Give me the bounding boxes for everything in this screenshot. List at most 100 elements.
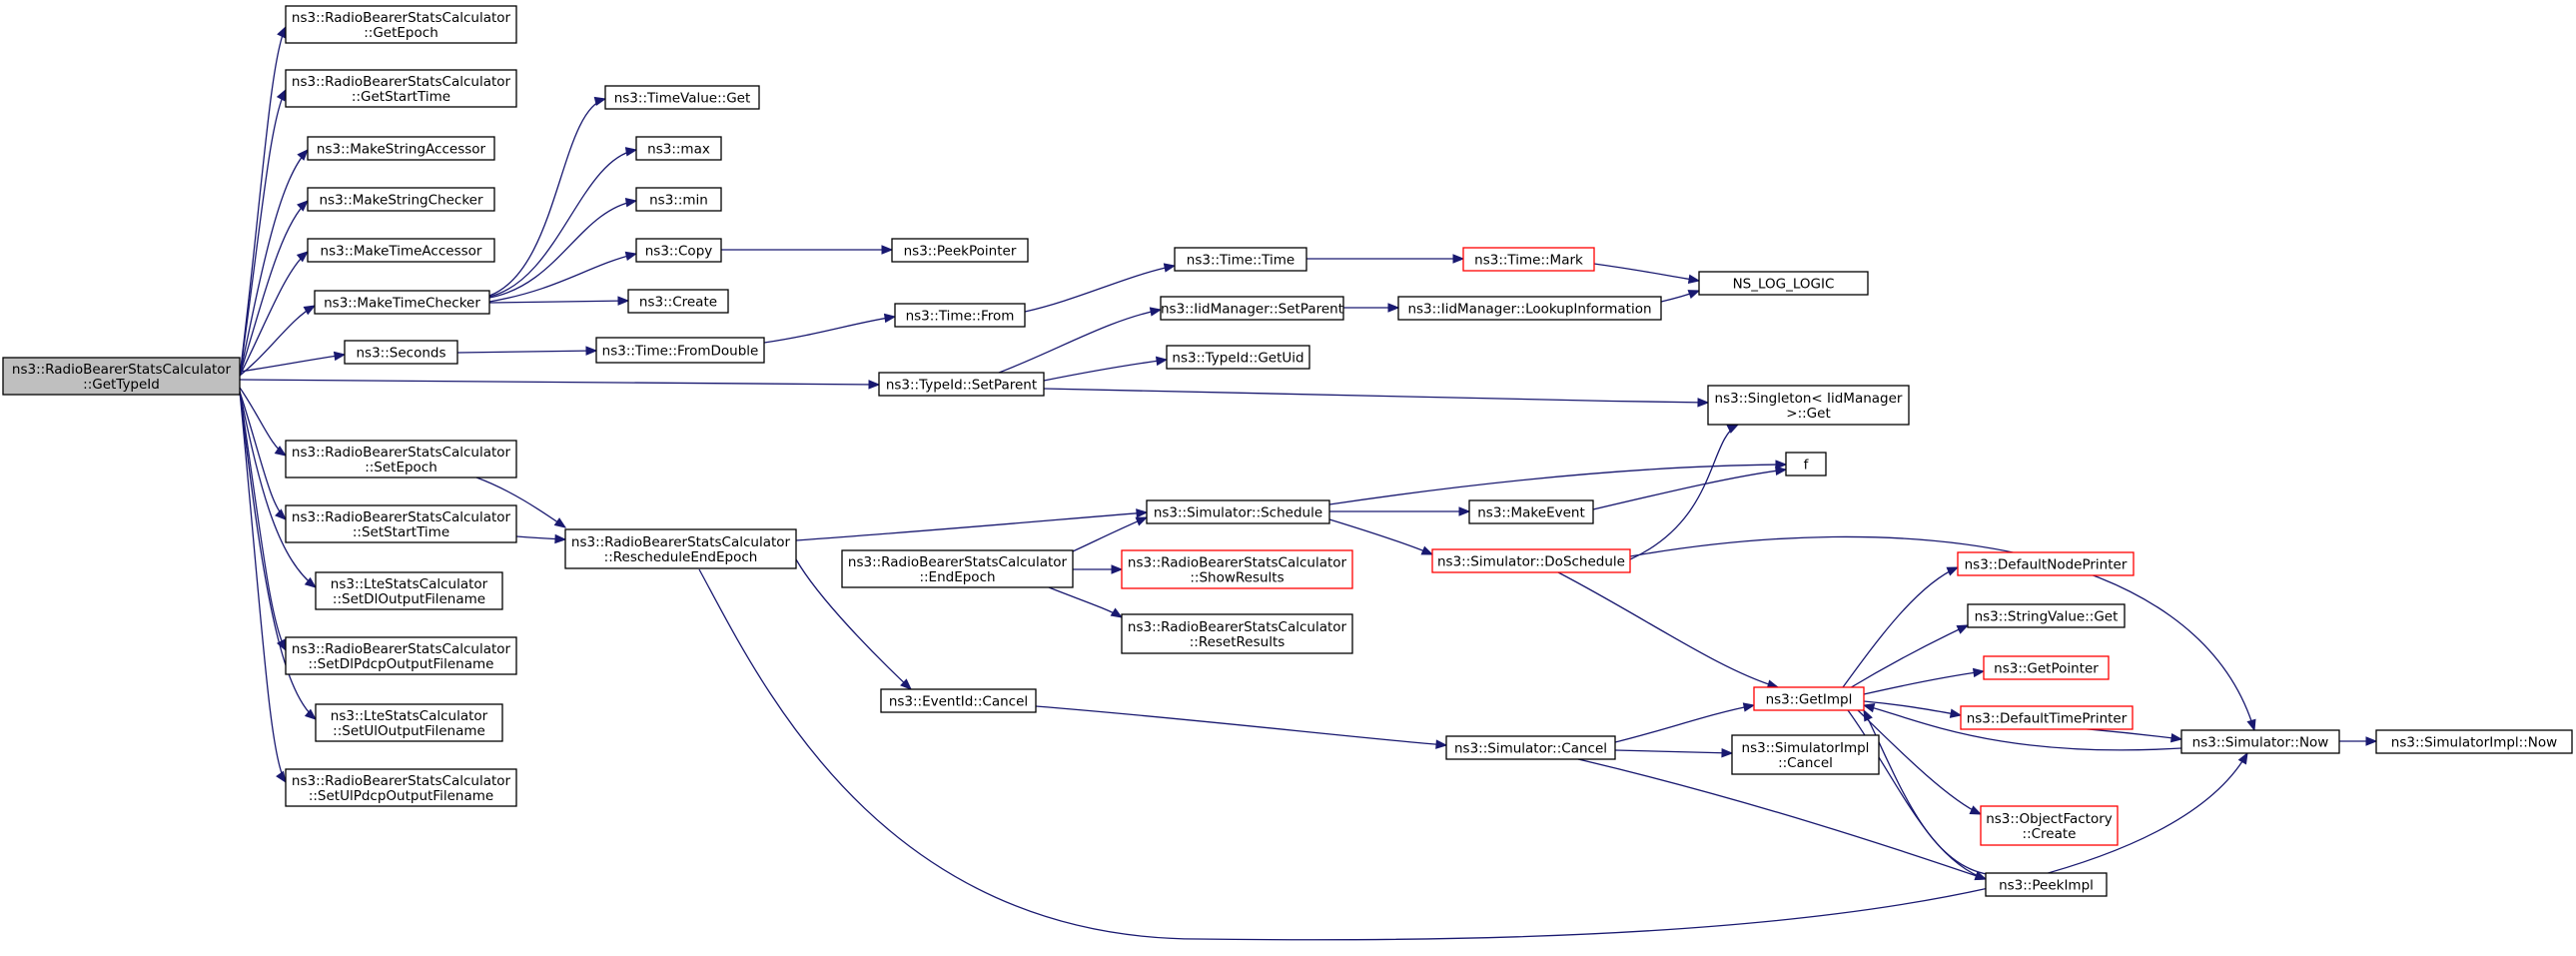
node-box[interactable]: [1121, 613, 1353, 654]
node-box[interactable]: [1957, 551, 2135, 576]
node-copy[interactable]: ns3::Copy: [635, 238, 722, 263]
node-box[interactable]: [285, 768, 517, 807]
node-create[interactable]: ns3::Create: [627, 289, 729, 314]
node-rb-showresults[interactable]: ns3::RadioBearerStatsCalculator::ShowRes…: [1121, 549, 1353, 589]
node-box[interactable]: [307, 136, 495, 161]
node-defaultnodeprinter[interactable]: ns3::DefaultNodePrinter: [1957, 551, 2135, 576]
node-box[interactable]: [1707, 385, 1910, 426]
node-getimpl[interactable]: ns3::GetImpl: [1753, 686, 1865, 711]
node-box[interactable]: [315, 571, 503, 610]
node-box[interactable]: [604, 85, 760, 110]
node-box[interactable]: [1985, 872, 2108, 897]
node-box[interactable]: [1431, 548, 1631, 573]
node-sim-doschedule[interactable]: ns3::Simulator::DoSchedule: [1431, 548, 1631, 573]
node-box[interactable]: [595, 337, 765, 364]
node-rb-reschedule[interactable]: ns3::RadioBearerStatsCalculator::Resched…: [564, 528, 797, 569]
node-rb-resetresults[interactable]: ns3::RadioBearerStatsCalculator::ResetRe…: [1121, 613, 1353, 654]
node-min[interactable]: ns3::min: [635, 187, 722, 212]
node-maketimeaccessor[interactable]: ns3::MakeTimeAccessor: [307, 238, 495, 263]
node-box[interactable]: [1983, 655, 2110, 680]
node-ns-log-logic[interactable]: NS_LOG_LOGIC: [1698, 271, 1869, 296]
node-rb-setdlpdcp[interactable]: ns3::RadioBearerStatsCalculator::SetDlPd…: [285, 636, 517, 675]
node-box[interactable]: [1166, 345, 1310, 370]
node-box[interactable]: [285, 69, 517, 108]
node-makestringchecker[interactable]: ns3::MakeStringChecker: [307, 187, 495, 212]
node-eventid-cancel[interactable]: ns3::EventId::Cancel: [880, 688, 1037, 713]
node-time-from[interactable]: ns3::Time::From: [894, 303, 1026, 328]
node-box[interactable]: [880, 688, 1037, 713]
node-getpointer[interactable]: ns3::GetPointer: [1983, 655, 2110, 680]
node-f[interactable]: f: [1785, 452, 1827, 477]
node-peekpointer[interactable]: ns3::PeekPointer: [891, 238, 1029, 263]
node-box[interactable]: [635, 238, 722, 263]
node-peekimpl[interactable]: ns3::PeekImpl: [1985, 872, 2108, 897]
node-box[interactable]: [307, 238, 495, 263]
node-box[interactable]: [2180, 729, 2340, 754]
node-maketimechecker[interactable]: ns3::MakeTimeChecker: [314, 290, 490, 315]
node-box[interactable]: [1785, 452, 1827, 477]
node-stringvalue-get[interactable]: ns3::StringValue::Get: [1967, 603, 2126, 628]
node-sim-cancel[interactable]: ns3::Simulator::Cancel: [1445, 735, 1616, 760]
node-timevalue-get[interactable]: ns3::TimeValue::Get: [604, 85, 760, 110]
node-box[interactable]: [627, 289, 729, 314]
node-box[interactable]: [1160, 296, 1344, 321]
node-box[interactable]: [315, 703, 503, 742]
node-rb-setulpdcp[interactable]: ns3::RadioBearerStatsCalculator::SetUlPd…: [285, 768, 517, 807]
node-rb-endepoch[interactable]: ns3::RadioBearerStatsCalculator::EndEpoc…: [841, 549, 1074, 588]
node-max[interactable]: ns3::max: [635, 136, 722, 161]
node-rb-setepoch[interactable]: ns3::RadioBearerStatsCalculator::SetEpoc…: [285, 440, 517, 478]
node-box[interactable]: [1731, 734, 1880, 775]
node-typeid-getuid[interactable]: ns3::TypeId::GetUid: [1166, 345, 1310, 370]
node-simimpl-now[interactable]: ns3::SimulatorImpl::Now: [2375, 729, 2573, 754]
node-box[interactable]: [2375, 729, 2573, 754]
node-box[interactable]: [1146, 499, 1330, 524]
node-rb-setstarttime[interactable]: ns3::RadioBearerStatsCalculator::SetStar…: [285, 504, 517, 543]
node-lte-setdl[interactable]: ns3::LteStatsCalculator::SetDlOutputFile…: [315, 571, 503, 610]
node-makestringaccessor[interactable]: ns3::MakeStringAccessor: [307, 136, 495, 161]
node-typeid-setparent[interactable]: ns3::TypeId::SetParent: [878, 372, 1045, 397]
node-lte-setul[interactable]: ns3::LteStatsCalculator::SetUlOutputFile…: [315, 703, 503, 742]
node-box[interactable]: [344, 340, 458, 365]
node-simimpl-cancel[interactable]: ns3::SimulatorImpl::Cancel: [1731, 734, 1880, 775]
node-box[interactable]: [1468, 499, 1594, 524]
node-box[interactable]: [894, 303, 1026, 328]
node-sim-schedule[interactable]: ns3::Simulator::Schedule: [1146, 499, 1330, 524]
node-box[interactable]: [285, 440, 517, 478]
node-box[interactable]: [1960, 705, 2134, 730]
node-box[interactable]: [314, 290, 490, 315]
node-root[interactable]: ns3::RadioBearerStatsCalculator::GetType…: [2, 357, 241, 396]
node-time-mark[interactable]: ns3::Time::Mark: [1462, 247, 1595, 272]
node-iid-lookup[interactable]: ns3::IidManager::LookupInformation: [1397, 296, 1662, 321]
node-box[interactable]: [635, 187, 722, 212]
node-rb-getstarttime[interactable]: ns3::RadioBearerStatsCalculator::GetStar…: [285, 69, 517, 108]
node-defaulttimeprinter[interactable]: ns3::DefaultTimePrinter: [1960, 705, 2134, 730]
node-box[interactable]: [1174, 247, 1307, 272]
node-iid-setparent[interactable]: ns3::IidManager::SetParent: [1160, 296, 1344, 321]
node-time-time[interactable]: ns3::Time::Time: [1174, 247, 1307, 272]
node-rb-getepoch[interactable]: ns3::RadioBearerStatsCalculator::GetEpoc…: [285, 5, 517, 44]
node-singleton-get[interactable]: ns3::Singleton< IidManager>::Get: [1707, 385, 1910, 426]
node-box[interactable]: [1967, 603, 2126, 628]
node-box[interactable]: [307, 187, 495, 212]
node-box[interactable]: [1121, 549, 1353, 589]
node-makeevent[interactable]: ns3::MakeEvent: [1468, 499, 1594, 524]
node-seconds[interactable]: ns3::Seconds: [344, 340, 458, 365]
node-box[interactable]: [285, 504, 517, 543]
node-box[interactable]: [891, 238, 1029, 263]
node-box[interactable]: [1462, 247, 1595, 272]
node-box[interactable]: [635, 136, 722, 161]
node-box[interactable]: [1753, 686, 1865, 711]
node-box[interactable]: [1980, 805, 2119, 846]
node-sim-now[interactable]: ns3::Simulator::Now: [2180, 729, 2340, 754]
node-box[interactable]: [1698, 271, 1869, 296]
node-time-fromdouble[interactable]: ns3::Time::FromDouble: [595, 337, 765, 364]
node-box[interactable]: [1445, 735, 1616, 760]
node-box[interactable]: [841, 549, 1074, 588]
node-box[interactable]: [564, 528, 797, 569]
node-box[interactable]: [878, 372, 1045, 397]
node-box[interactable]: [2, 357, 241, 396]
node-objectfactory-create[interactable]: ns3::ObjectFactory::Create: [1980, 805, 2119, 846]
node-box[interactable]: [285, 636, 517, 675]
node-box[interactable]: [1397, 296, 1662, 321]
node-box[interactable]: [285, 5, 517, 44]
